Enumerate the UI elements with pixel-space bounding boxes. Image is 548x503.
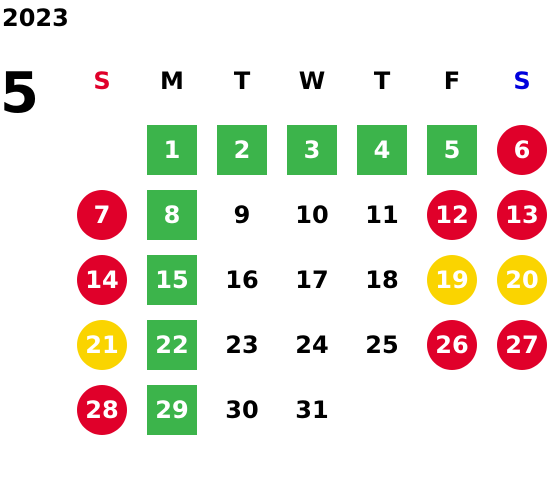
day-cell-15[interactable]: 15 [147, 255, 197, 305]
day-cell-16[interactable]: 16 [225, 266, 259, 294]
day-cell-6[interactable]: 6 [497, 125, 547, 175]
day-cell-12[interactable]: 12 [427, 190, 477, 240]
weekday-tue: T [233, 67, 251, 95]
day-cell-21[interactable]: 21 [77, 320, 127, 370]
day-cell-20[interactable]: 20 [497, 255, 547, 305]
day-cell-2[interactable]: 2 [217, 125, 267, 175]
weekday-thu: T [373, 67, 391, 95]
day-cell-23[interactable]: 23 [225, 331, 259, 359]
day-cell-22[interactable]: 22 [147, 320, 197, 370]
month-number: 5 [0, 61, 39, 126]
weekday-fri: F [443, 67, 461, 95]
day-cell-27[interactable]: 27 [497, 320, 547, 370]
day-cell-31[interactable]: 31 [295, 396, 329, 424]
day-cell-5[interactable]: 5 [427, 125, 477, 175]
day-cell-26[interactable]: 26 [427, 320, 477, 370]
year-label: 2023 [2, 4, 69, 32]
day-cell-8[interactable]: 8 [147, 190, 197, 240]
day-cell-19[interactable]: 19 [427, 255, 477, 305]
day-cell-13[interactable]: 13 [497, 190, 547, 240]
day-cell-1[interactable]: 1 [147, 125, 197, 175]
day-cell-25[interactable]: 25 [365, 331, 399, 359]
weekday-wed: W [298, 67, 326, 95]
weekday-sat: S [513, 67, 531, 95]
weekday-sun: S [93, 67, 111, 95]
day-cell-11[interactable]: 11 [365, 201, 399, 229]
day-cell-3[interactable]: 3 [287, 125, 337, 175]
day-cell-29[interactable]: 29 [147, 385, 197, 435]
day-cell-14[interactable]: 14 [77, 255, 127, 305]
day-cell-7[interactable]: 7 [77, 190, 127, 240]
day-cell-30[interactable]: 30 [225, 396, 259, 424]
day-cell-18[interactable]: 18 [365, 266, 399, 294]
day-cell-28[interactable]: 28 [77, 385, 127, 435]
day-cell-10[interactable]: 10 [295, 201, 329, 229]
day-cell-17[interactable]: 17 [295, 266, 329, 294]
weekday-mon: M [160, 67, 184, 95]
day-cell-24[interactable]: 24 [295, 331, 329, 359]
day-cell-4[interactable]: 4 [357, 125, 407, 175]
day-cell-9[interactable]: 9 [233, 201, 251, 229]
